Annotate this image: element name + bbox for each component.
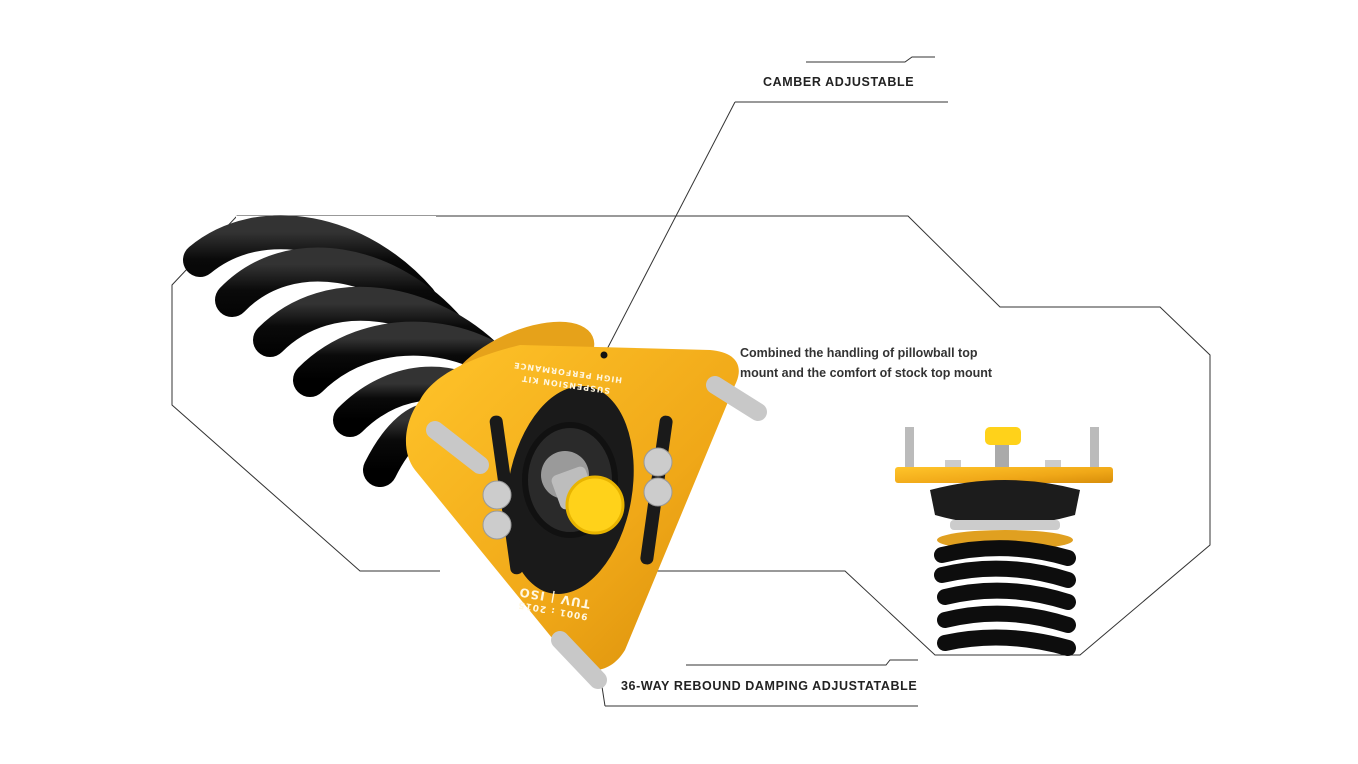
rebound-damping-label: 36-WAY REBOUND DAMPING ADJUSTATABLE <box>621 679 918 693</box>
top-mount-description: Combined the handling of pillowball top … <box>740 343 992 383</box>
top-mount-description-line2: mount and the comfort of stock top mount <box>740 366 993 380</box>
camber-adjustable-label: CAMBER ADJUSTABLE <box>763 75 915 89</box>
top-mount-side-view <box>895 427 1113 656</box>
damping-knob <box>565 475 625 535</box>
top-mount-description-line1: Combined the handling of pillowball top <box>740 346 978 360</box>
callout-lines <box>171 56 1211 707</box>
studs <box>426 376 767 689</box>
